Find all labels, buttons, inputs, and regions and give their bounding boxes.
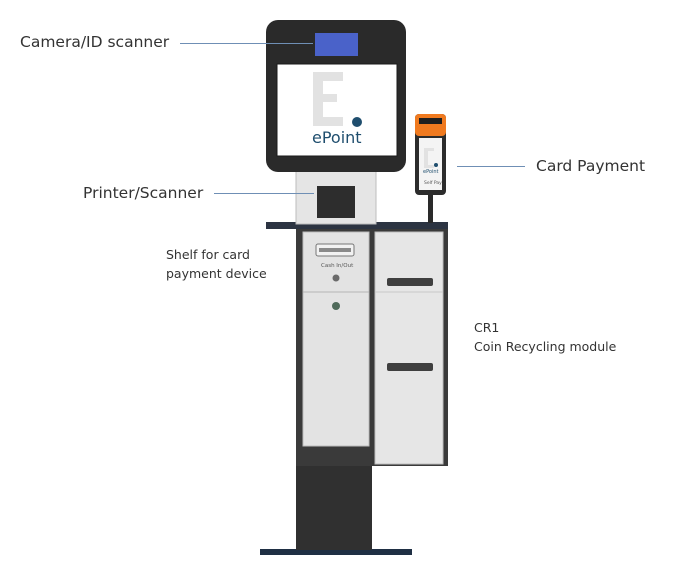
- kiosk-base-plate: [260, 549, 412, 555]
- terminal-printer-head: [415, 114, 446, 136]
- terminal-pole: [428, 195, 433, 223]
- cash-slot-label: Cash In/Out: [321, 263, 354, 269]
- leader-printer: [214, 193, 314, 194]
- label-coin-recycling: Coin Recycling module: [474, 339, 617, 354]
- leader-card-payment: [457, 166, 525, 167]
- module-handle-bottom: [387, 363, 433, 371]
- kiosk-lower-column: [296, 450, 372, 550]
- card-device-shelf: [266, 222, 448, 229]
- cabinet-lock-lower: [332, 302, 340, 310]
- leader-camera: [180, 43, 313, 44]
- module-handle-top: [387, 278, 433, 286]
- terminal-brand-text: ePoint: [423, 169, 439, 175]
- terminal-pay-text: Self Pay: [424, 181, 442, 186]
- screen-brand-text: ePoint: [312, 128, 362, 147]
- camera-id-scanner: [315, 33, 358, 56]
- label-cr1: CR1: [474, 320, 500, 335]
- label-card-payment: Card Payment: [536, 157, 646, 175]
- label-camera-id-scanner: Camera/ID scanner: [20, 33, 170, 51]
- cabinet-left-panel: [302, 231, 370, 447]
- logo-dot: [352, 117, 362, 127]
- label-shelf-line1: Shelf for card: [166, 247, 250, 262]
- epoint-logo: [313, 72, 343, 126]
- label-shelf-line2: payment device: [166, 266, 267, 281]
- cabinet-lock: [332, 274, 340, 282]
- coin-recycling-panel: [374, 231, 444, 465]
- label-printer-scanner: Printer/Scanner: [83, 184, 204, 202]
- printer-slot: [317, 186, 355, 218]
